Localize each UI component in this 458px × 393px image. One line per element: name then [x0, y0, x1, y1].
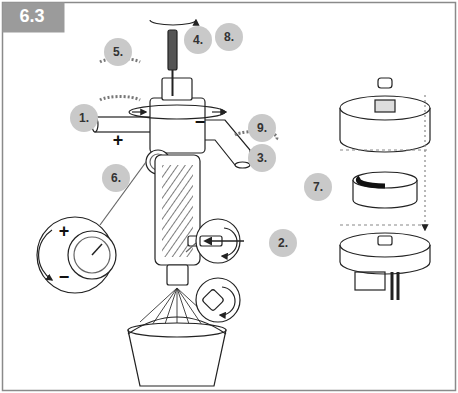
outlet-pipe	[200, 120, 250, 165]
frame	[3, 3, 456, 391]
valve-inset	[196, 278, 240, 322]
callout-number: 3.	[248, 144, 276, 172]
callout-number: 2.	[269, 229, 297, 257]
callout-number: 4.	[184, 26, 212, 54]
direction-sign: −	[195, 113, 206, 131]
callout-number: 1.	[70, 104, 98, 132]
callout-number: 5.	[104, 38, 132, 66]
direction-sign: +	[113, 131, 124, 149]
inlet-pipe	[95, 117, 155, 132]
bucket	[128, 330, 226, 386]
section-number: 6.3	[0, 3, 64, 29]
callout-number: 8.	[215, 23, 243, 51]
exploded-cartridge	[340, 78, 430, 300]
callout-number: 6.	[102, 164, 130, 192]
callout-number: 9.	[248, 114, 276, 142]
callout-number: 7.	[304, 173, 332, 201]
filter	[37, 20, 277, 386]
direction-sign: −	[59, 268, 70, 286]
direction-sign: +	[59, 222, 70, 240]
